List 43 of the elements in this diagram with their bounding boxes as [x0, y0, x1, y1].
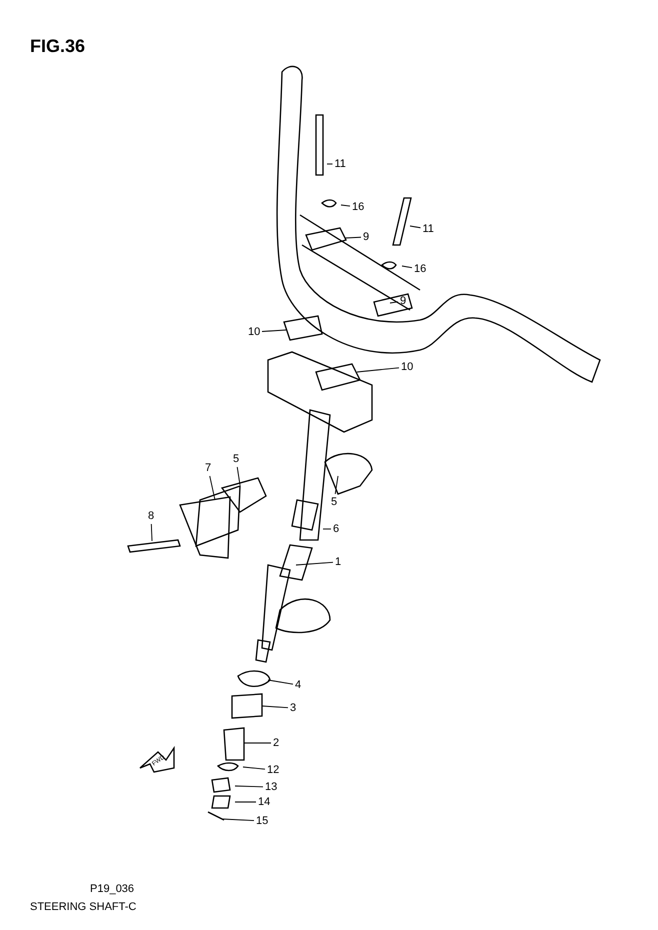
- callout-number: 5: [331, 496, 338, 508]
- callout-number: 2: [273, 737, 280, 749]
- callout-number: 1: [335, 556, 342, 568]
- callout-number: 14: [258, 796, 270, 808]
- leader-line: [262, 330, 286, 332]
- leader-line: [150, 524, 152, 542]
- leader-line: [410, 226, 421, 228]
- leader-line: [209, 476, 216, 500]
- leader-line: [402, 266, 412, 268]
- leader-line: [340, 204, 350, 206]
- callout-number: 7: [205, 462, 212, 474]
- leader-line: [296, 562, 334, 566]
- figure-title: FIG.36: [30, 36, 86, 56]
- page-reference: P19_036: [90, 883, 134, 896]
- callout-number: 9: [363, 231, 370, 243]
- callout-number: 8: [148, 510, 154, 522]
- leader-line: [242, 766, 266, 770]
- callout-number: 11: [334, 158, 346, 170]
- leader-line: [234, 786, 264, 788]
- callout-number: 11: [422, 223, 434, 235]
- callout-number: 15: [256, 815, 268, 827]
- callout-number: 16: [352, 201, 364, 213]
- callout-number: 10: [401, 361, 414, 373]
- leader-line: [268, 680, 294, 685]
- callout-number: 5: [233, 453, 240, 465]
- leader-line: [244, 742, 272, 744]
- leader-line: [334, 476, 338, 494]
- callout-number: 13: [265, 781, 278, 793]
- leader-line: [344, 236, 362, 238]
- callout-number: 10: [248, 326, 260, 338]
- leader-line: [390, 301, 398, 304]
- leader-line: [322, 528, 332, 530]
- callout-number: 6: [333, 523, 340, 535]
- callout-number: 4: [295, 679, 302, 691]
- figure-caption: STEERING SHAFT-C: [30, 901, 136, 914]
- callout-number: 12: [267, 764, 280, 776]
- leader-line: [222, 818, 254, 822]
- leader-line: [356, 367, 400, 372]
- leader-line: [236, 466, 240, 486]
- leader-line: [262, 706, 288, 708]
- callout-number: 3: [290, 702, 296, 714]
- callout-number: 9: [400, 295, 406, 307]
- callout-number: 16: [414, 263, 426, 275]
